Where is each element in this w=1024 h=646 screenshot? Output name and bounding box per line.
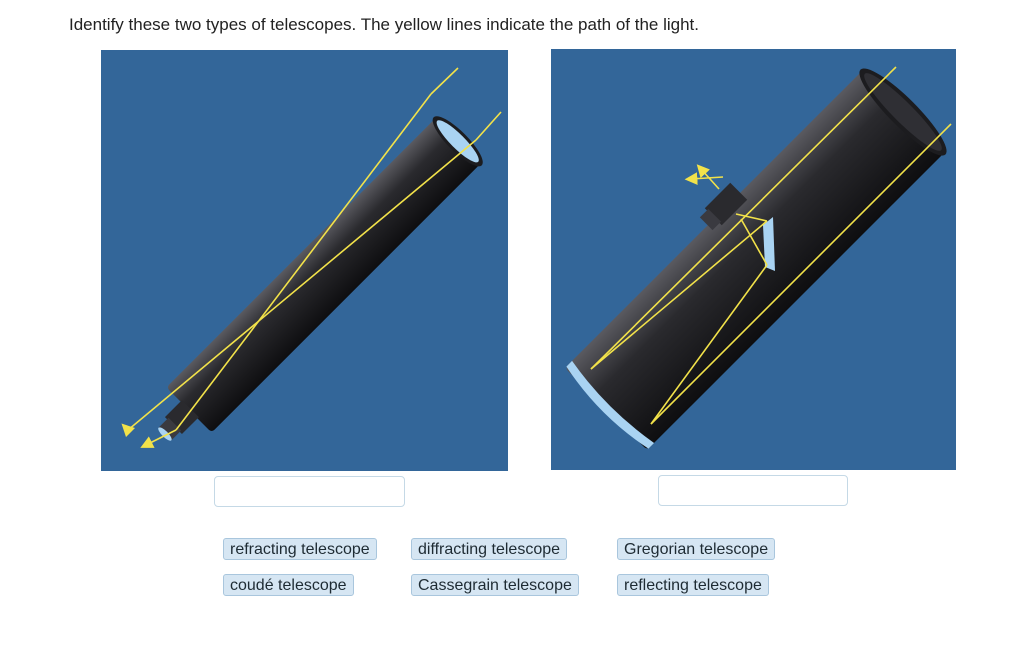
choice-diffracting-telescope[interactable]: diffracting telescope: [411, 538, 568, 560]
choice-refracting-telescope[interactable]: refracting telescope: [223, 538, 377, 560]
telescope-image-left: [101, 50, 508, 471]
choice-cassegrain-telescope[interactable]: Cassegrain telescope: [411, 574, 579, 596]
answer-dropzone-left[interactable]: [214, 476, 405, 507]
choice-reflecting-telescope[interactable]: reflecting telescope: [617, 574, 769, 596]
answer-dropzone-right[interactable]: [658, 475, 848, 506]
telescope-image-right: [551, 49, 956, 470]
question-text: Identify these two types of telescopes. …: [69, 15, 700, 34]
choice-coude-telescope[interactable]: coudé telescope: [223, 574, 354, 596]
choice-gregorian-telescope[interactable]: Gregorian telescope: [617, 538, 776, 560]
